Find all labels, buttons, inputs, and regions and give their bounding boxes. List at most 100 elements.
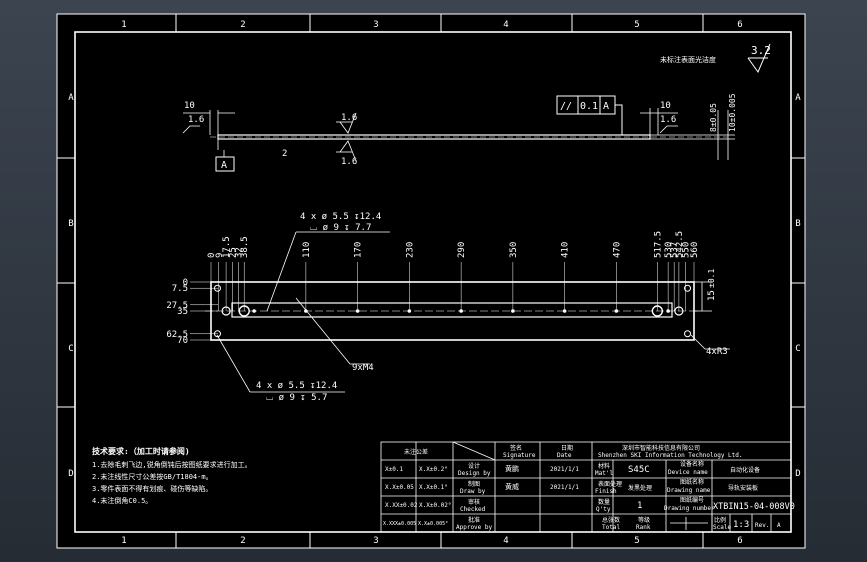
tb-rev: A	[777, 522, 781, 529]
tb-rank-en: Rank	[636, 524, 651, 531]
tb-device-en: Device name	[668, 469, 708, 476]
col-label-3-bottom: 3	[373, 536, 378, 546]
col-label-4: 4	[503, 20, 508, 30]
tb-designer: 黄鹏	[505, 464, 519, 473]
corner-hole	[213, 284, 221, 292]
tb-sig-header: 签名	[510, 444, 522, 452]
tb-design-en: Design by	[458, 470, 491, 477]
corner-hole	[684, 284, 692, 292]
zone-ticks	[57, 14, 805, 548]
title-block: 未注公差 签名 Signature 日期 Date 深圳市智能科技信息有限公司 …	[380, 441, 795, 533]
tb-rank-cn: 等级	[638, 516, 650, 524]
hole-callout-top-line1: 4 x ø 5.5 ↧12.4	[300, 212, 381, 222]
col-label-6-bottom: 6	[737, 536, 742, 546]
tb-date-2: 2021/1/1	[550, 484, 579, 491]
callout-leaders	[216, 231, 730, 393]
dim-gap-value: 2	[282, 149, 287, 159]
threaded-hole	[407, 309, 412, 313]
tb-scale-en: Scale	[713, 524, 731, 531]
x-dim-label: 537	[670, 242, 680, 258]
hole-callout-top-line2: ⌴ ø 9 ↧ 7.7	[310, 223, 371, 233]
tb-tol-xxx: X.XX±0.02	[385, 502, 418, 509]
parallelism-frame	[556, 95, 623, 135]
hole-callout-bottom-line1: 4 x ø 5.5 ↧12.4	[256, 381, 337, 391]
tb-drawing-name-en: Drawing name	[667, 487, 711, 494]
threaded-hole	[511, 309, 515, 313]
hole-pattern	[213, 284, 692, 338]
tb-tol-xxxx-val: X.X±0.005°	[418, 521, 448, 527]
threaded-hole	[459, 309, 463, 313]
x-dim-label: 9	[215, 253, 225, 258]
counterbore-hole-small	[221, 306, 231, 316]
notes-title: 技术要求:（加工时请参阅)	[92, 446, 190, 456]
threaded-hole	[562, 309, 567, 313]
roughness-center-icons	[336, 112, 357, 162]
thread-label: 9xM4	[352, 363, 374, 373]
tb-material: S45C	[628, 465, 650, 475]
dim-right-value: 10	[660, 101, 671, 111]
dim-left-lines	[182, 110, 235, 157]
corner-hole	[684, 330, 692, 338]
parallelism-datum: A	[603, 101, 609, 112]
col-label-1-bottom: 1	[121, 536, 126, 546]
dim-right-lines	[640, 108, 735, 160]
roughness-2-value: 1.6	[341, 113, 357, 123]
x-dim-label: 560	[690, 242, 700, 258]
tb-total-en: Total	[602, 524, 620, 531]
y-dim-label: 27.5	[166, 301, 188, 311]
threaded-hole	[614, 309, 619, 313]
row-label-d: D	[68, 469, 73, 479]
tb-company-en: Shenzhen SKI Information Technology Ltd.	[598, 452, 743, 459]
tb-drawing-no: XTBIN15-04-008V0	[713, 502, 795, 512]
x-dim-label: 17.5	[222, 236, 232, 258]
counterbore-hole	[238, 305, 250, 317]
col-label-2-bottom: 2	[240, 536, 245, 546]
tb-finish-cn: 表面处理	[598, 480, 622, 488]
tb-device-cn: 设备名称	[680, 460, 704, 468]
tb-drawing-name: 导轨安装板	[728, 484, 758, 492]
tb-approve-en: Approve by	[456, 524, 493, 531]
tb-device: 自动化设备	[730, 466, 760, 474]
tb-check-cn: 审核	[468, 498, 480, 506]
side-view: 未标注表面光洁度 3.2 10 1.6 A 2 1.6 1.6	[182, 43, 771, 172]
roughness-1-value: 1.6	[188, 115, 204, 125]
x-dim-label: 542.5	[675, 231, 685, 258]
tb-finish-en: Finish	[595, 488, 617, 495]
tb-approve-cn: 批准	[468, 516, 480, 524]
threaded-hole	[252, 309, 256, 313]
datum-box	[215, 156, 235, 172]
threaded-hole	[355, 309, 360, 313]
tb-finish: 发黑处理	[628, 484, 652, 492]
rail-slot	[231, 302, 673, 318]
x-dim-label: 470	[612, 242, 622, 258]
tb-company-cn: 深圳市智能科技信息有限公司	[622, 444, 700, 452]
roughness-note: 未标注表面光洁度	[660, 55, 716, 64]
tb-check-en: Checked	[460, 506, 486, 513]
roughness-main-value: 3.2	[751, 44, 771, 57]
datum-label: A	[221, 160, 227, 171]
tb-date-header-en: Date	[557, 452, 572, 459]
parallelism-value: 0.1	[580, 101, 598, 112]
threaded-hole	[666, 309, 670, 313]
roughness-3-value: 1.6	[341, 157, 357, 167]
row-label-a-right: A	[795, 93, 801, 103]
tb-drawn-cn: 制图	[468, 480, 480, 488]
row-label-d-right: D	[795, 469, 800, 479]
notes-line-3: 3.零件表面不得有划痕、碰伤等缺陷。	[92, 484, 212, 493]
projection-symbol	[670, 517, 708, 530]
corner-hole	[213, 330, 221, 338]
col-label-5: 5	[634, 20, 639, 30]
col-label-6: 6	[737, 20, 742, 30]
tb-rev-label: Rev.	[755, 522, 769, 529]
col-label-5-bottom: 5	[634, 536, 639, 546]
x-dim-label: 170	[354, 242, 364, 258]
plate-side-profile	[217, 134, 651, 140]
tb-qty: 1	[637, 501, 642, 511]
x-dim-label: 410	[561, 242, 571, 258]
x-dim-label: 550	[681, 242, 691, 258]
